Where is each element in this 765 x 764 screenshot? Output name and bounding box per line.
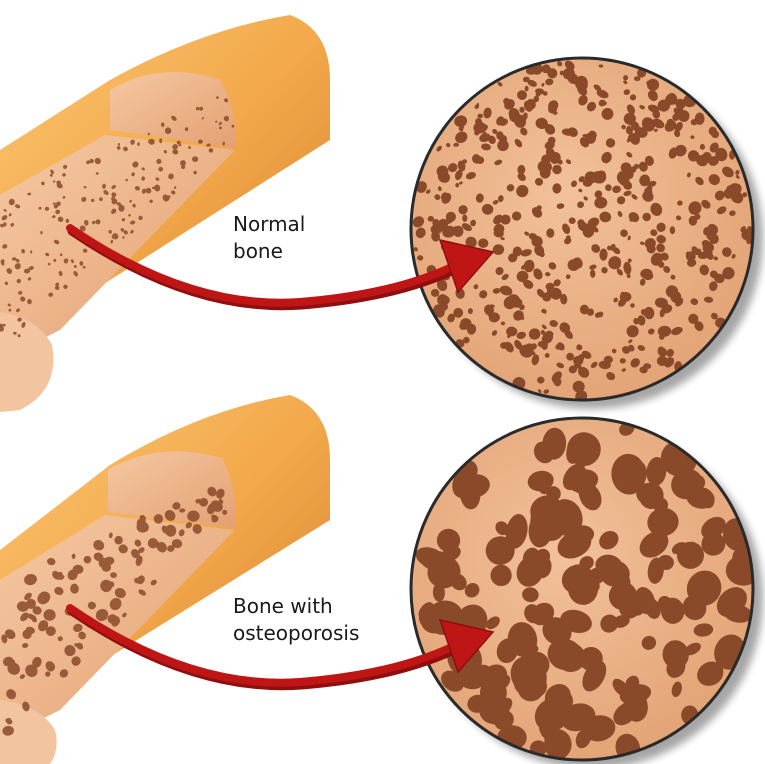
bone-osteoporosis-icon bbox=[0, 395, 330, 764]
bone-normal-icon bbox=[0, 15, 330, 412]
normal-bone-label-line2: bone bbox=[233, 239, 283, 263]
normal-bone-label-line1: Normal bbox=[233, 212, 306, 236]
osteoporosis-label-line1: Bone with bbox=[233, 594, 333, 618]
osteoporosis-label: Bone with osteoporosis bbox=[233, 593, 359, 647]
curved-arrow-icon bbox=[66, 224, 495, 311]
osteoporosis-label-line2: osteoporosis bbox=[233, 621, 360, 645]
normal-bone-magnified bbox=[409, 56, 763, 409]
curved-arrow-icon bbox=[66, 604, 495, 691]
normal-bone-label: Normal bone bbox=[233, 211, 305, 265]
osteoporosis-bone-magnified bbox=[409, 416, 763, 764]
